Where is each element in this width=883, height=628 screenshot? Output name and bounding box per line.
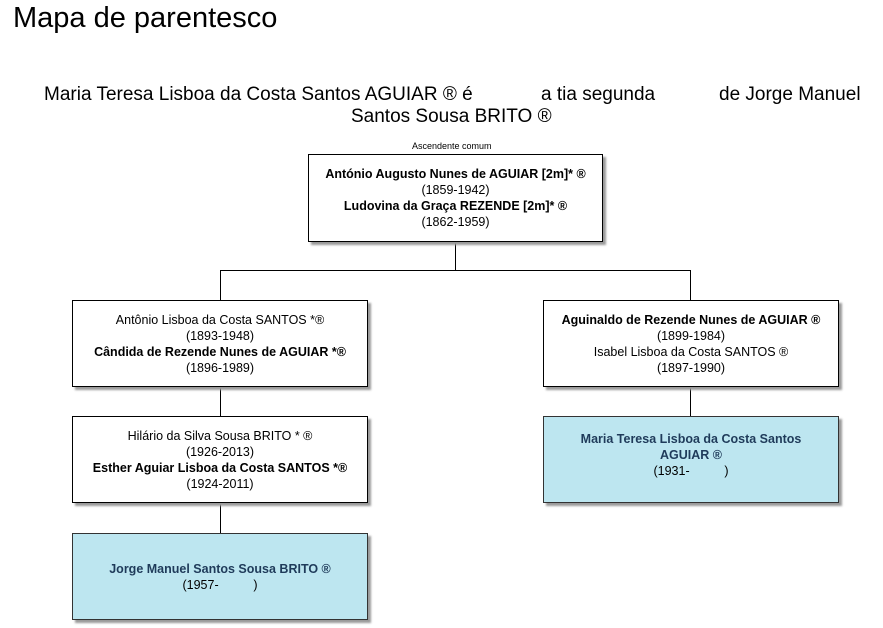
person-name: Cândida de Rezende Nunes de AGUIAR *® <box>94 344 346 359</box>
person-name: Maria Teresa Lisboa da Costa Santos AGUI… <box>580 432 802 462</box>
person-name: Isabel Lisboa da Costa SANTOS ® <box>593 344 789 359</box>
person-name: António Augusto Nunes de AGUIAR [2m]* ® <box>325 167 586 181</box>
person-dates: (1926-2013) <box>185 444 255 459</box>
relationship-person-b: Santos Sousa BRITO ® <box>351 106 552 127</box>
person-name: Hilário da Silva Sousa BRITO * ® <box>127 428 313 443</box>
person-dates: (1859-1942) <box>421 183 490 197</box>
person-dates: (1893-1948) <box>185 328 255 343</box>
person-name: Esther Aguiar Lisboa da Costa SANTOS *® <box>92 460 348 475</box>
person-dates: (1897-1990) <box>656 360 726 375</box>
common-ancestor-label: Ascendente comum <box>412 141 492 151</box>
relationship-person-a: Maria Teresa Lisboa da Costa Santos AGUI… <box>44 84 473 105</box>
person-dates: (1957- ) <box>182 577 258 592</box>
connector-left-down <box>220 270 221 301</box>
person-name: Jorge Manuel Santos Sousa BRITO ® <box>109 561 331 576</box>
person-name: Ludovina da Graça REZENDE [2m]* ® <box>343 199 568 213</box>
right-gen1-box: Aguinaldo de Rezende Nunes de AGUIAR ® (… <box>543 300 839 387</box>
connector-root-down <box>455 241 456 271</box>
person-dates: (1899-1984) <box>656 328 726 343</box>
person-name: Aguinaldo de Rezende Nunes de AGUIAR ® <box>561 312 821 327</box>
connector-left-gen1-gen2 <box>220 386 221 417</box>
connector-horizontal <box>220 270 691 271</box>
relationship-type: a tia segunda <box>541 84 656 105</box>
page-title: Mapa de parentesco <box>13 2 278 34</box>
left-gen1-box: Antônio Lisboa da Costa SANTOS *® (1893-… <box>72 300 368 387</box>
connector-left-gen2-gen3 <box>220 502 221 534</box>
subject-b-box: Jorge Manuel Santos Sousa BRITO ® (1957-… <box>72 533 368 620</box>
person-dates: (1896-1989) <box>185 360 255 375</box>
connector-right-gen1-gen2 <box>690 386 691 417</box>
person-name: Antônio Lisboa da Costa SANTOS *® <box>115 312 325 327</box>
person-dates: (1862-1959) <box>421 215 490 229</box>
person-dates: (1924-2011) <box>186 476 254 491</box>
connector-right-down <box>690 270 691 301</box>
common-ancestor-box: António Augusto Nunes de AGUIAR [2m]* ® … <box>308 154 603 242</box>
person-dates: (1931- ) <box>653 464 729 478</box>
subject-a-box: Maria Teresa Lisboa da Costa Santos AGUI… <box>543 416 839 503</box>
relationship-person-b-prefix: de Jorge Manuel <box>719 84 861 105</box>
left-gen2-box: Hilário da Silva Sousa BRITO * ® (1926-2… <box>72 416 368 503</box>
